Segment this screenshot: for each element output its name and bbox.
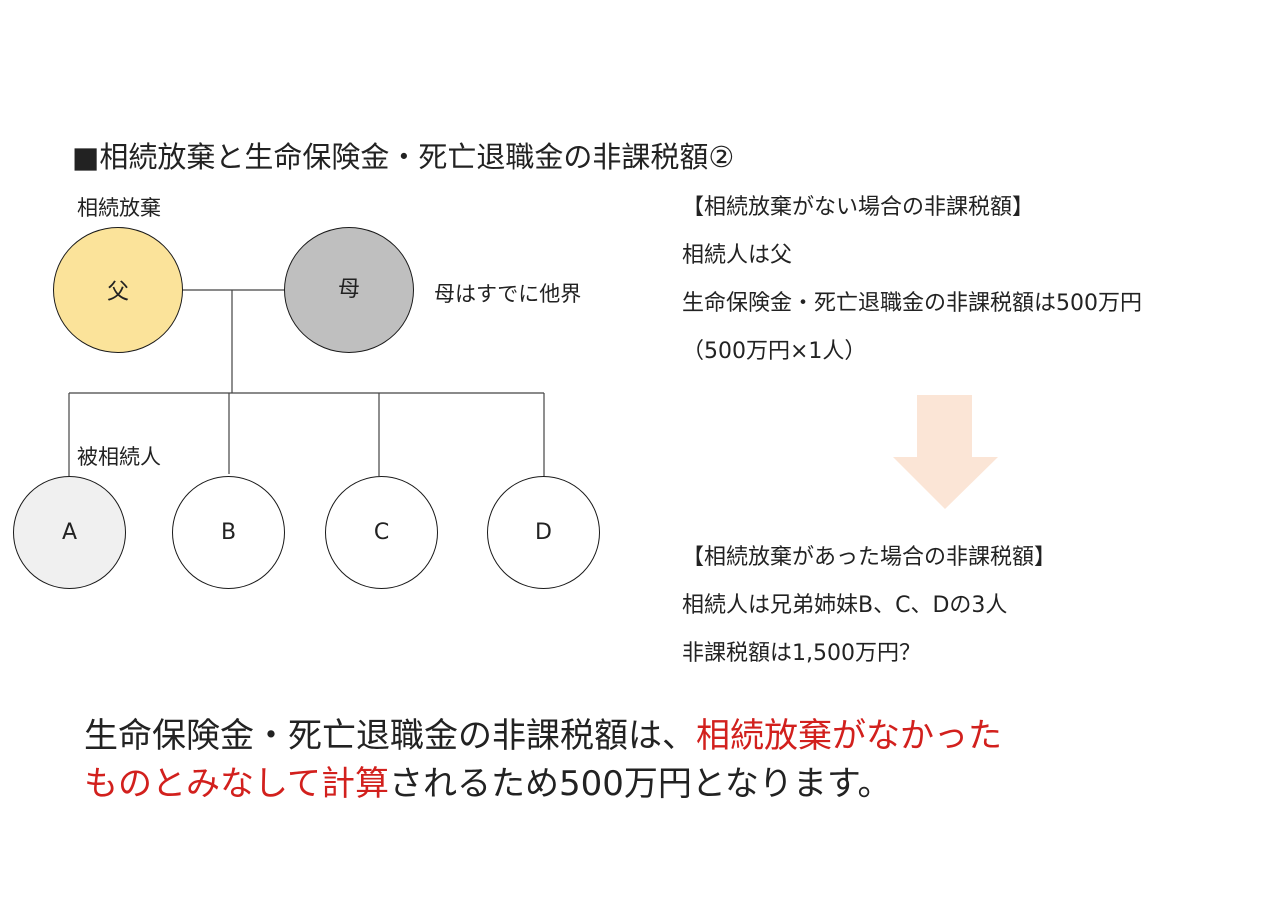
conclusion-part3-highlight: ものとみなして計算: [84, 764, 389, 804]
without-renounce-heading: 【相続放棄がない場合の非課税額】: [682, 195, 1035, 220]
with-renounce-line1: 相続人は兄弟姉妹B、C、Dの3人: [682, 593, 1008, 618]
conclusion-part1: 生命保険金・死亡退職金の非課税額は、: [84, 716, 696, 756]
mother-label: 母: [337, 277, 360, 302]
father-label: 父: [106, 280, 129, 305]
page-title: ■相続放棄と生命保険金・死亡退職金の非課税額②: [72, 140, 735, 174]
deceased-label: 被相続人: [77, 445, 161, 469]
with-renounce-line2: 非課税額は1,500万円？: [682, 641, 921, 666]
conclusion-line1: 生命保険金・死亡退職金の非課税額は、相続放棄がなかった: [84, 712, 1002, 760]
without-renounce-line3: （500万円×1人）: [682, 339, 867, 364]
without-renounce-line1: 相続人は父: [682, 243, 793, 268]
with-renounce-heading: 【相続放棄があった場合の非課税額】: [682, 545, 1057, 570]
mother-note: 母はすでに他界: [434, 282, 582, 306]
child-label-a: A: [61, 520, 78, 545]
child-node-d: D: [487, 476, 600, 589]
father-node: 父: [53, 227, 183, 353]
conclusion-part4: されるため500万円となります。: [388, 764, 892, 804]
child-label-b: B: [220, 520, 237, 545]
child-node-b: B: [172, 476, 285, 589]
without-renounce-line2: 生命保険金・死亡退職金の非課税額は500万円: [682, 291, 1142, 316]
renounce-label: 相続放棄: [77, 196, 161, 220]
conclusion-text: 生命保険金・死亡退職金の非課税額は、相続放棄がなかった ものとみなして計算される…: [84, 712, 1002, 808]
child-node-c: C: [325, 476, 438, 589]
child-label-c: C: [373, 520, 390, 545]
mother-node: 母: [284, 227, 414, 353]
down-arrow-icon: [893, 395, 998, 509]
child-label-d: D: [535, 520, 552, 545]
child-node-a: A: [13, 476, 126, 589]
conclusion-part2-highlight: 相続放棄がなかった: [696, 716, 1002, 756]
conclusion-line2: ものとみなして計算されるため500万円となります。: [84, 760, 1002, 808]
